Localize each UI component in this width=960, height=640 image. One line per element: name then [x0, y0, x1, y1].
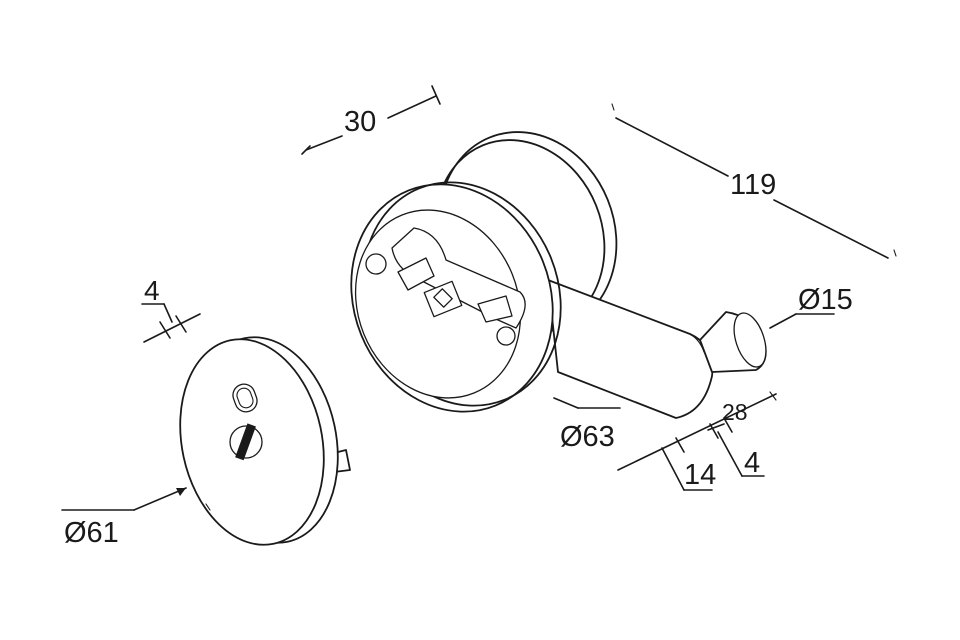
tip-face — [733, 312, 767, 368]
dim-30-label: 30 — [344, 106, 376, 138]
spindle-hole — [433, 288, 453, 308]
inner-block-right — [477, 295, 513, 323]
screw-hole-left — [365, 253, 387, 275]
dim-4-top-label: 4 — [144, 275, 160, 306]
inner-block-left — [397, 257, 435, 291]
lever-assembly — [350, 131, 767, 419]
screw-slot — [235, 423, 256, 461]
rosette-plate — [179, 336, 351, 546]
dimension-lines — [61, 85, 897, 511]
dim-diameter-61-label: Ø61 — [64, 517, 119, 549]
dim-28-label: 28 — [722, 399, 748, 425]
screw-hole-right — [496, 326, 516, 346]
dim-diameter-63-label: Ø63 — [560, 421, 615, 453]
dim-119-label: 119 — [730, 169, 776, 201]
dim-14-label: 14 — [684, 459, 716, 491]
dim-diameter-15-label: Ø15 — [798, 284, 853, 316]
lever-arm — [547, 279, 714, 419]
dim-4-bottom-label: 4 — [744, 447, 760, 479]
indicator-window — [232, 383, 258, 413]
